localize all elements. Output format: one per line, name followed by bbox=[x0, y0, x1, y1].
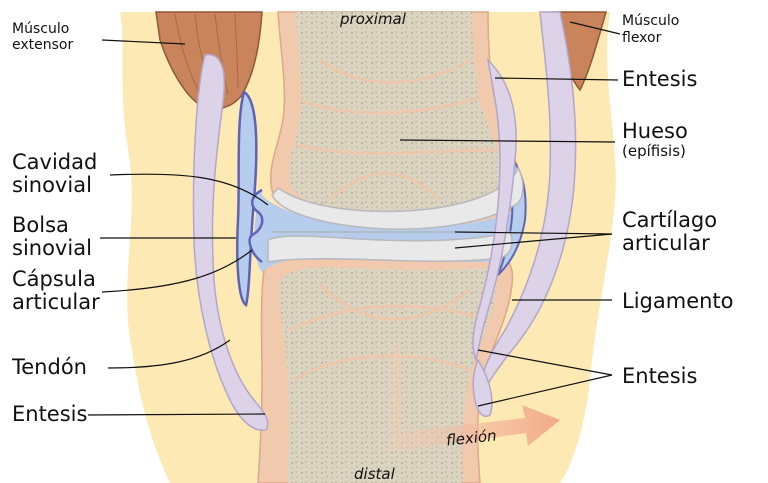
extensor-muscle-label-1: Músculo bbox=[12, 22, 69, 37]
cartilago-articular-label-1: Cartílago bbox=[622, 209, 717, 231]
hueso-label: Hueso bbox=[622, 120, 688, 142]
flexor-muscle-label-1: Músculo bbox=[622, 14, 679, 29]
flexor-muscle-label-2: flexor bbox=[622, 31, 661, 46]
cavidad-sinovial-label-1: Cavidad bbox=[12, 151, 97, 173]
entesis-top-label: Entesis bbox=[622, 68, 697, 90]
entesis-right-label: Entesis bbox=[622, 365, 697, 387]
cavidad-sinovial-label-2: sinovial bbox=[12, 174, 92, 196]
capsula-articular-label-1: Cápsula bbox=[12, 268, 96, 290]
capsula-articular-label-2: articular bbox=[12, 291, 100, 313]
entesis-left-label: Entesis bbox=[12, 403, 87, 425]
bolsa-sinovial-label-1: Bolsa bbox=[12, 214, 69, 236]
ligamento-label: Ligamento bbox=[622, 290, 734, 312]
cartilago-articular-label-2: articular bbox=[622, 232, 710, 254]
tendon-label: Tendón bbox=[12, 356, 87, 378]
proximal-label: proximal bbox=[340, 12, 406, 28]
bolsa-sinovial-label-2: sinovial bbox=[12, 237, 92, 259]
extensor-muscle-label-2: extensor bbox=[12, 38, 73, 53]
epifisis-label: (epífisis) bbox=[622, 144, 686, 160]
distal-label: distal bbox=[354, 467, 395, 483]
